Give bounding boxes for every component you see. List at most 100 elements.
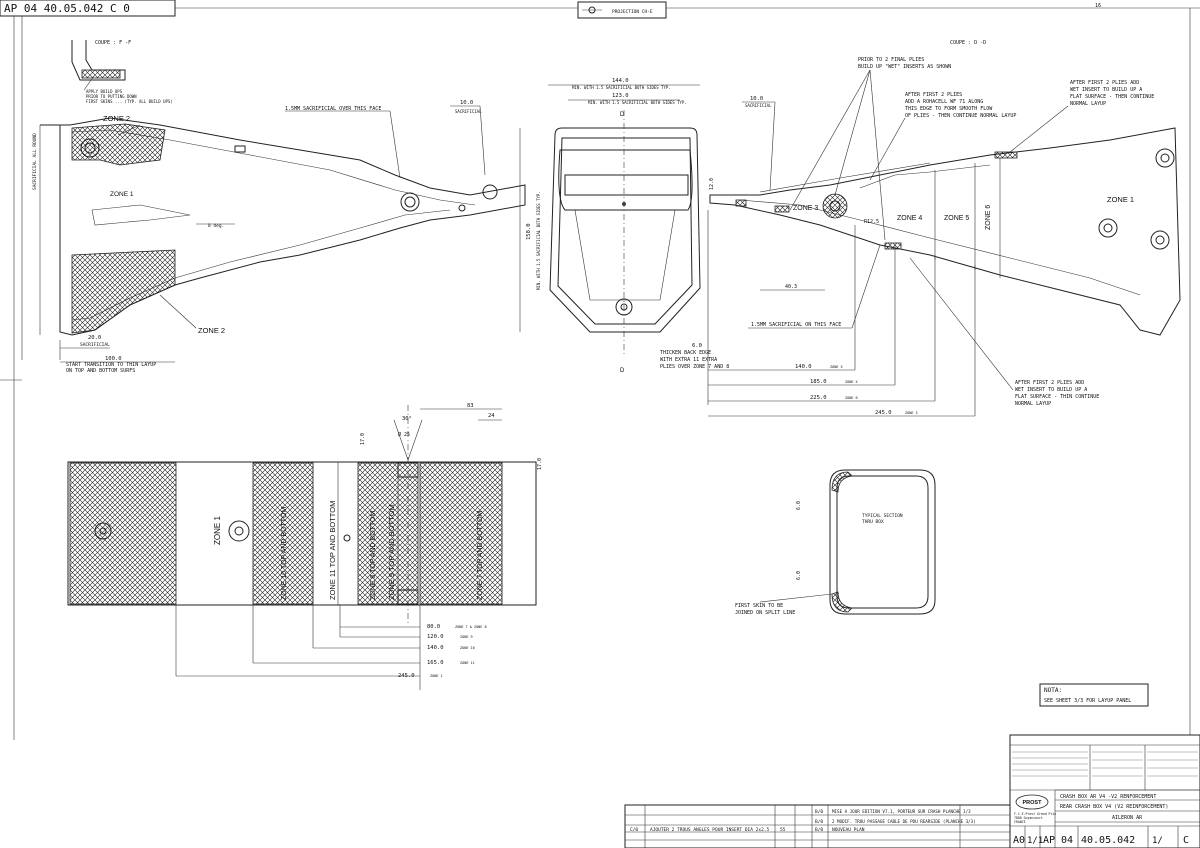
header-reference: AP 04 40.05.042 C 0 PROJECTION CH-E 16 <box>0 0 1101 19</box>
right-zone6: ZONE 6 <box>985 205 992 230</box>
svg-text:158.0: 158.0 <box>526 223 532 240</box>
svg-text:AFTER FIRST 2 PLIES ADD: AFTER FIRST 2 PLIES ADD <box>1070 80 1139 86</box>
transition-note-2: ON TOP AND BOTTOM SURFS <box>66 368 135 374</box>
svg-text:D: D <box>620 368 625 374</box>
svg-text:ZONE 4: ZONE 4 <box>845 380 858 384</box>
svg-text:10.0: 10.0 <box>750 96 763 102</box>
svg-text:THICKEN BACK EDGE: THICKEN BACK EDGE <box>660 350 711 356</box>
svg-text:SACRIFICIAL: SACRIFICIAL <box>745 103 772 108</box>
svg-text:ZONE 11: ZONE 11 <box>460 661 475 665</box>
svg-text:OF PLIES - THEN CONTINUE NORMA: OF PLIES - THEN CONTINUE NORMAL LAYUP <box>905 113 1016 119</box>
svg-text:1/1: 1/1 <box>1027 836 1043 846</box>
page-mark: 16 <box>1095 3 1101 9</box>
svg-text:12.0: 12.0 <box>709 178 715 190</box>
svg-text:ZONE 10: ZONE 10 <box>460 646 475 650</box>
svg-text:17.0: 17.0 <box>360 433 366 445</box>
svg-text:ADD A ROHACELL WF 71 ALONG: ADD A ROHACELL WF 71 ALONG <box>905 99 983 105</box>
svg-text:THIS EDGE TO FORM SMOOTH FLOW: THIS EDGE TO FORM SMOOTH FLOW <box>905 106 993 112</box>
svg-text:FIRST SKIN TO BE: FIRST SKIN TO BE <box>735 603 783 609</box>
svg-text:MIN. WITH 1.5 SACRIFICIAL BOTH: MIN. WITH 1.5 SACRIFICIAL BOTH SIDES TYP… <box>536 191 541 290</box>
svg-text:NOUVEAU PLAN: NOUVEAU PLAN <box>832 827 865 833</box>
nota-title: NOTA: <box>1044 687 1062 694</box>
zone1-label: ZONE 1 <box>110 191 134 198</box>
svg-text:AFTER FIRST 2 PLIES ADD: AFTER FIRST 2 PLIES ADD <box>1015 380 1084 386</box>
svg-text:PRIOR TO PUTTING DOWN: PRIOR TO PUTTING DOWN <box>86 94 137 99</box>
typical-section-detail: TYPICAL SECTION THRU BOX FIRST SKIN TO B… <box>735 469 936 616</box>
svg-text:100.0: 100.0 <box>105 356 122 362</box>
svg-text:10.0: 10.0 <box>460 100 473 106</box>
svg-text:MISE A JOUR EDITION V7.1, PORT: MISE A JOUR EDITION V7.1, PORTEUR SUR CR… <box>832 809 971 814</box>
svg-text:ZONE 7 & ZONE 8: ZONE 7 & ZONE 8 <box>455 625 487 629</box>
svg-text:ZONE 1: ZONE 1 <box>430 674 443 678</box>
svg-text:SACRIFICIAL ALL ROUND: SACRIFICIAL ALL ROUND <box>32 133 38 190</box>
right-side-view: COUPE : D -D ZONE 3 ZONE 4 ZONE 5 ZONE 6… <box>660 40 1181 417</box>
title-row3: AILERON AR <box>1112 815 1143 821</box>
doc-number: 40.05.042 <box>1081 835 1135 846</box>
svg-text:165.0: 165.0 <box>427 660 444 666</box>
svg-text:FLAT SURFACE - THEN CONTINUE: FLAT SURFACE - THEN CONTINUE <box>1070 94 1154 100</box>
svg-text:17.0: 17.0 <box>537 458 543 470</box>
svg-text:2 MODIF. TROU PASSAGE CABLE DE: 2 MODIF. TROU PASSAGE CABLE DE PDU REARS… <box>832 819 976 824</box>
svg-text:THRU BOX: THRU BOX <box>862 519 884 525</box>
svg-text:8 deg.: 8 deg. <box>208 223 224 229</box>
flat-zone10: ZONE 10 TOP AND BOTTOM <box>281 507 288 600</box>
svg-text:225.0: 225.0 <box>810 395 827 401</box>
svg-text:Ø 25: Ø 25 <box>398 431 410 438</box>
note-plies-2: BUILD UP "WET" INSERTS AS SHOWN <box>858 64 951 70</box>
note-plies-1: PRIOR TO 2 FINAL PLIES <box>858 57 924 63</box>
svg-text:MIN. WITH 1.5 SACRIFICIAL BOTH: MIN. WITH 1.5 SACRIFICIAL BOTH SIDES TYP… <box>588 100 687 105</box>
right-zone3: ZONE 3 <box>793 205 818 212</box>
svg-text:80.0: 80.0 <box>427 624 440 630</box>
right-zone5: ZONE 5 <box>944 215 969 222</box>
zone2-top-label: ZONE 2 <box>103 114 130 123</box>
svg-text:83: 83 <box>467 403 474 409</box>
svg-text:D: D <box>620 112 625 118</box>
svg-text:WET INSERT TO BUILD UP A: WET INSERT TO BUILD UP A <box>1015 387 1087 393</box>
svg-text:144.0: 144.0 <box>612 78 629 84</box>
flat-zone7: ZONE 7 TOP AND BOTTOM <box>477 510 484 600</box>
flat-zone1: ZONE 1 <box>213 516 222 545</box>
svg-text:6.0: 6.0 <box>692 343 702 349</box>
flat-layup-view: 30° Ø 25 83 24 17.0 17.0 ZONE 1 ZONE 11 … <box>67 403 543 690</box>
svg-text:120.0: 120.0 <box>427 634 444 640</box>
svg-text:B/0: B/0 <box>815 819 823 825</box>
svg-text:123.0: 123.0 <box>612 93 629 99</box>
nota-box: NOTA: SEE SHEET 3/3 FOR LAYUP PANEL <box>1039 683 1149 707</box>
flat-zone9: ZONE 9 TOP AND BOTTOM <box>387 504 396 600</box>
svg-text:APPLY BUILD UPS: APPLY BUILD UPS <box>86 89 123 94</box>
revision-table: C/0 AJOUTER 2 TROUS ANGLES POUR INSERT D… <box>624 804 1011 848</box>
svg-text:ZONE 5: ZONE 5 <box>830 365 843 369</box>
svg-text:185.0: 185.0 <box>810 379 827 385</box>
section-dd-title: COUPE : D -D <box>950 40 986 46</box>
svg-text:A0: A0 <box>1013 835 1025 846</box>
svg-text:WITH EXTRA 11 EXTRA: WITH EXTRA 11 EXTRA <box>660 357 717 363</box>
svg-text:C: C <box>1183 835 1189 846</box>
svg-text:FIRST SKINS ... (TYP. ALL BUIL: FIRST SKINS ... (TYP. ALL BUILD UPS) <box>86 99 173 104</box>
svg-text:ZONE 9: ZONE 9 <box>460 635 473 639</box>
svg-text:20.0: 20.0 <box>88 335 101 341</box>
svg-text:6.0: 6.0 <box>796 501 802 510</box>
svg-text:FRANCE: FRANCE <box>1014 820 1026 824</box>
left-side-view: ZONE 2 ZONE 1 ZONE 2 1.5MM SACRIFICIAL O… <box>32 100 526 374</box>
flat-zone11: ZONE 11 TOP AND BOTTOM <box>328 501 337 600</box>
svg-text:40.3: 40.3 <box>785 284 797 290</box>
transition-note-1: START TRANSITION TO THIN LAYUP <box>66 362 156 368</box>
brand-name: PROST <box>1023 800 1043 806</box>
svg-text:04: 04 <box>1061 835 1073 846</box>
section-ff-detail: COUPE : F -F APPLY BUILD UPS PRIOR TO PU… <box>71 40 173 104</box>
left-sacrificial-note: 1.5MM SACRIFICIAL OVER THIS FACE <box>285 106 381 112</box>
section-ff-title: COUPE : F -F <box>95 40 131 46</box>
svg-text:30°: 30° <box>402 416 412 422</box>
svg-text:MIN. WITH 1.5 SACRIFICIAL BOTH: MIN. WITH 1.5 SACRIFICIAL BOTH SIDES TYP… <box>572 85 671 90</box>
right-sacrificial-note: 1.5MM SACRIFICIAL ON THIS FACE <box>751 322 841 328</box>
svg-text:PLIES OVER ZONE 7 AND 8: PLIES OVER ZONE 7 AND 8 <box>660 364 729 370</box>
svg-text:7880 Guyancourt: 7880 Guyancourt <box>1014 816 1043 820</box>
svg-text:6.0: 6.0 <box>796 571 802 580</box>
flat-zone8: ZONE 8 TOP AND BOTTOM <box>370 510 377 600</box>
projection-label: PROJECTION CH-E <box>612 9 653 15</box>
svg-text:SACRIFICIAL: SACRIFICIAL <box>455 109 482 114</box>
svg-text:AFTER FIRST 2 PLIES: AFTER FIRST 2 PLIES <box>905 92 962 98</box>
svg-text:140.0: 140.0 <box>427 645 444 651</box>
title-block: PROST F.1 E.Prost Grand Prix 7880 Guyanc… <box>1009 734 1200 848</box>
svg-text:FLAT SURFACE - THIN CONTINUE: FLAT SURFACE - THIN CONTINUE <box>1015 394 1099 400</box>
